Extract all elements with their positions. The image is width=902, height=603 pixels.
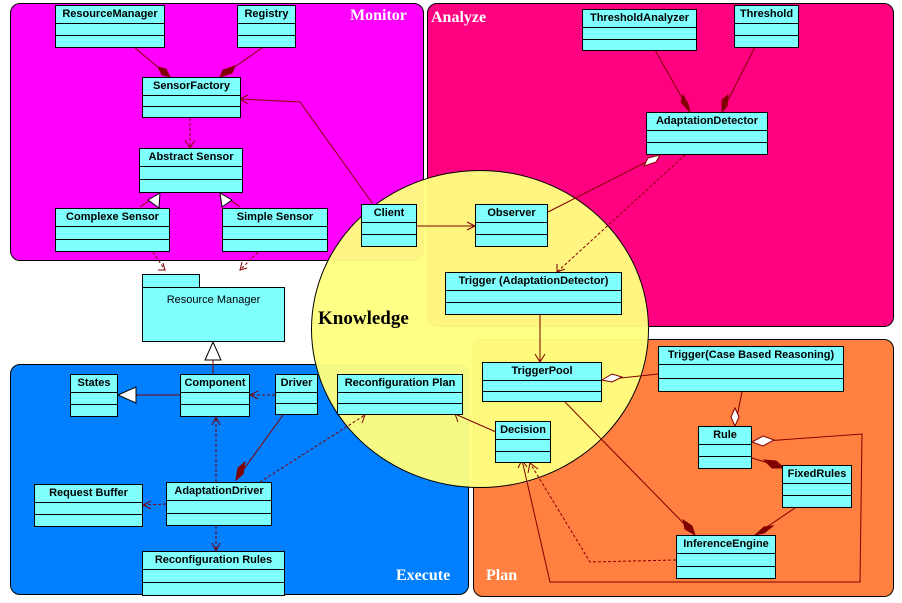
class-rule-name: Rule xyxy=(699,427,751,445)
link-client-sensorfactory xyxy=(239,98,374,205)
package-resourcemanager-label: Resource Manager xyxy=(166,294,261,306)
arrow-decision-inference xyxy=(527,462,539,474)
link-adaptationdriver-reconfigurationplan xyxy=(259,414,366,483)
arrow-resourcemanager-complexe xyxy=(158,262,166,271)
diamond-rule-top xyxy=(730,406,740,428)
analyze-label: Analyze xyxy=(431,9,487,26)
class-resourcemanager-name: ResourceManager xyxy=(56,6,164,24)
class-simplesensor[interactable]: Simple Sensor xyxy=(222,208,328,252)
class-sensorfactory-name: SensorFactory xyxy=(143,78,240,96)
class-triggerpool[interactable]: TriggerPool xyxy=(482,362,602,402)
class-fixedrules-name: FixedRules xyxy=(783,466,851,484)
link-adaptationdetector-observer xyxy=(547,154,661,213)
class-states[interactable]: States xyxy=(70,374,118,417)
class-component[interactable]: Component xyxy=(180,374,250,417)
diamond-sensorfactory-left xyxy=(157,66,171,78)
class-decision[interactable]: Decision xyxy=(495,421,551,463)
link-complexe-resourcemanager xyxy=(152,251,166,271)
class-observer-name: Observer xyxy=(476,205,547,223)
class-rule[interactable]: Rule xyxy=(698,426,752,469)
arrow-component-adaptationdriver xyxy=(211,415,221,426)
class-component-name: Component xyxy=(181,375,249,393)
class-trigger-adaptationdetector-name: Trigger (AdaptationDetector) xyxy=(446,273,621,291)
class-driver-name: Driver xyxy=(276,375,317,393)
class-driver[interactable]: Driver xyxy=(275,374,318,415)
class-adaptationdetector-name: AdaptationDetector xyxy=(647,113,767,131)
class-inferenceengine-name: InferenceEngine xyxy=(677,536,775,554)
class-reconfigurationplan[interactable]: Reconfiguration Plan xyxy=(337,374,463,415)
diamond-adaptationdetector-left xyxy=(680,93,691,113)
diamond-adaptationdetector-right xyxy=(721,93,729,114)
package-resourcemanager-tab xyxy=(142,274,200,288)
class-adaptationdetector[interactable]: AdaptationDetector xyxy=(646,112,768,155)
class-adaptationdriver[interactable]: AdaptationDriver xyxy=(166,482,272,526)
class-adaptationdriver-name: AdaptationDriver xyxy=(167,483,271,501)
diamond-adaptationdriver xyxy=(235,460,246,482)
link-simple-resourcemanager xyxy=(239,251,259,271)
monitor-label: Monitor xyxy=(350,7,407,24)
diamond-inferenceengine-left xyxy=(682,518,696,537)
class-states-name: States xyxy=(71,375,117,393)
class-observer[interactable]: Observer xyxy=(475,204,548,247)
class-sensorfactory[interactable]: SensorFactory xyxy=(142,77,241,118)
class-reconfigurationrules-name: Reconfiguration Rules xyxy=(143,552,284,570)
class-fixedrules[interactable]: FixedRules xyxy=(782,465,852,508)
class-thresholdanalyzer[interactable]: ThresholdAnalyzer xyxy=(582,9,697,51)
arrow-resourcemanager-simple xyxy=(239,261,248,271)
class-trigger-cbr[interactable]: Trigger(Case Based Reasoning) xyxy=(658,346,844,392)
link-decision-reconfigurationplan xyxy=(454,413,497,433)
class-inferenceengine[interactable]: InferenceEngine xyxy=(676,535,776,579)
link-adaptationdriver-requestbuffer xyxy=(142,503,167,506)
class-triggerpool-name: TriggerPool xyxy=(483,363,601,381)
class-abstractsensor-name: Abstract Sensor xyxy=(140,149,242,167)
link-inferenceengine-decision xyxy=(529,462,677,563)
class-complexesensor[interactable]: Complexe Sensor xyxy=(55,208,170,252)
class-client-name: Client xyxy=(362,205,416,223)
link-adaptationdetector-trigger xyxy=(556,154,686,273)
diamond-adaptationdetector-bottom xyxy=(643,154,662,167)
class-requestbuffer[interactable]: Request Buffer xyxy=(34,484,143,527)
class-registry-name: Registry xyxy=(238,6,295,24)
triangle-complexe-abstract xyxy=(147,192,161,209)
diamond-rule-right xyxy=(750,435,776,447)
class-threshold-name: Threshold xyxy=(735,6,798,24)
class-complexesensor-name: Complexe Sensor xyxy=(56,209,169,227)
diamond-inferenceengine-right xyxy=(753,525,775,536)
class-decision-name: Decision xyxy=(496,422,550,440)
class-registry[interactable]: Registry xyxy=(237,5,296,48)
triangle-component-resourcemanager xyxy=(204,340,222,361)
class-resourcemanager[interactable]: ResourceManager xyxy=(55,5,165,48)
class-thresholdanalyzer-name: ThresholdAnalyzer xyxy=(583,10,696,28)
knowledge-label: Knowledge xyxy=(318,308,409,329)
class-reconfigurationplan-name: Reconfiguration Plan xyxy=(338,375,462,393)
arrow-reconfigurationplan-adaptationdriver xyxy=(356,413,366,424)
diamond-triggerpool xyxy=(600,373,624,383)
class-requestbuffer-name: Request Buffer xyxy=(35,485,142,503)
execute-label: Execute xyxy=(396,567,451,584)
triangle-component-states xyxy=(116,386,137,404)
class-simplesensor-name: Simple Sensor xyxy=(223,209,327,227)
triangle-simple-abstract xyxy=(219,192,233,208)
diamond-sensorfactory-right xyxy=(219,65,236,78)
class-threshold[interactable]: Threshold xyxy=(734,5,799,48)
class-client[interactable]: Client xyxy=(361,204,417,247)
link-rule-loop xyxy=(521,433,863,583)
package-resourcemanager[interactable]: Resource Manager xyxy=(142,287,285,342)
class-trigger-cbr-name: Trigger(Case Based Reasoning) xyxy=(659,347,843,365)
plan-label: Plan xyxy=(486,567,518,584)
arrow-requestbuffer xyxy=(141,500,152,510)
class-abstractsensor[interactable]: Abstract Sensor xyxy=(139,148,243,193)
link-triggerpool-inferenceengine xyxy=(564,401,696,536)
class-reconfigurationrules[interactable]: Reconfiguration Rules xyxy=(142,551,285,596)
class-trigger-adaptationdetector[interactable]: Trigger (AdaptationDetector) xyxy=(445,272,622,315)
diamond-fixedrules xyxy=(762,459,786,469)
arrow-component-driver xyxy=(248,390,259,400)
